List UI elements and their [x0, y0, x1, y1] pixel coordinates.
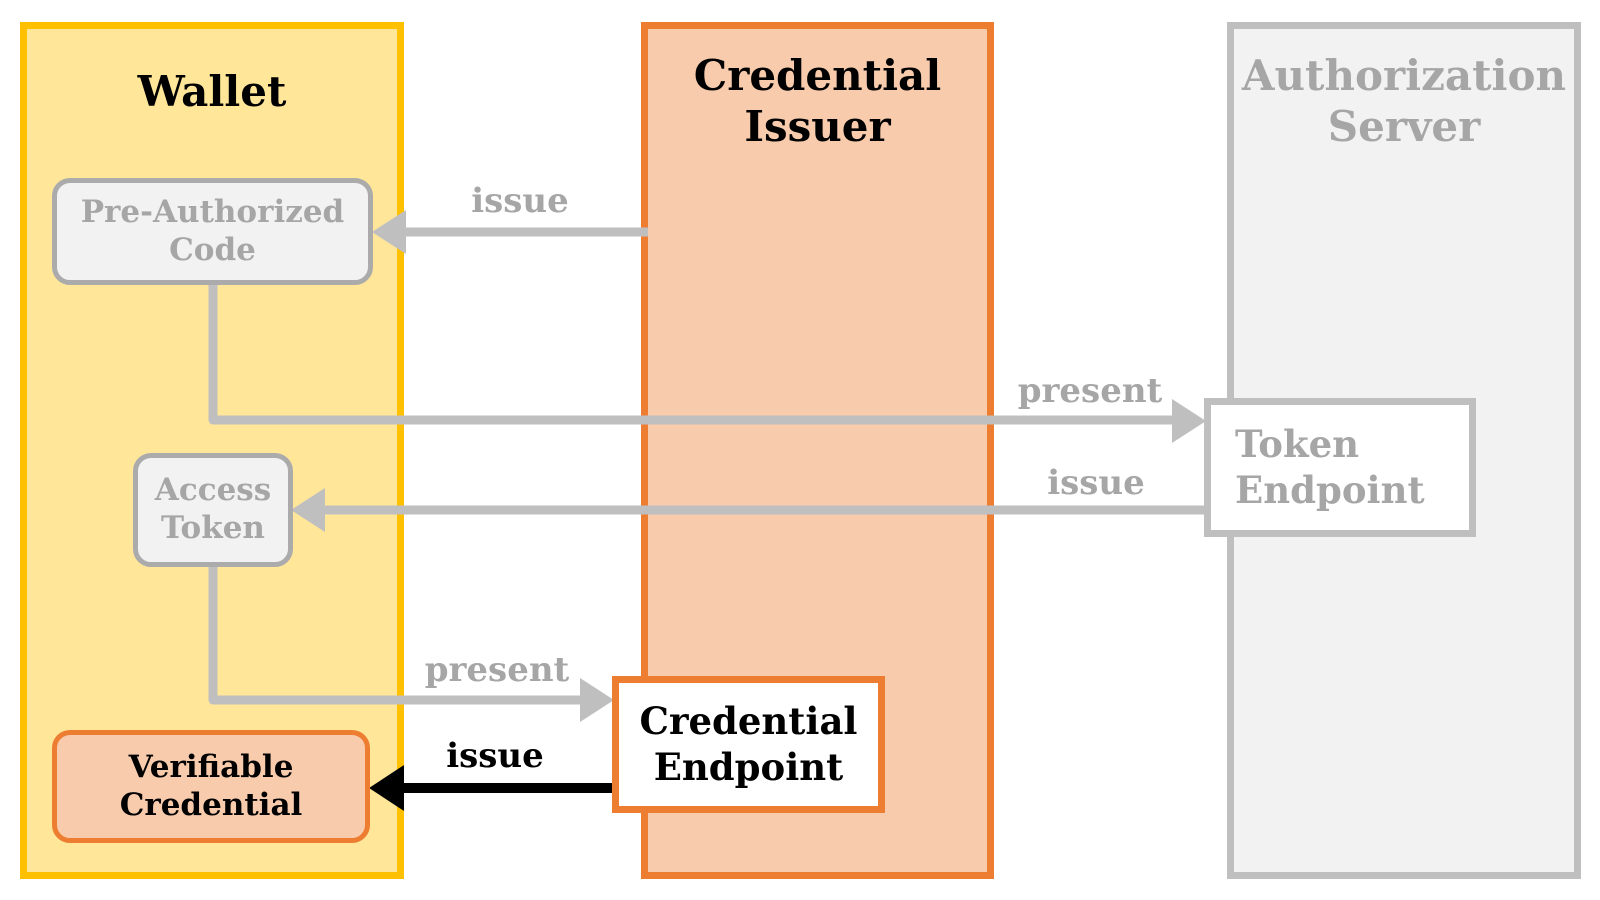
verifiable-credential-node: Verifiable Credential: [52, 730, 370, 843]
issue-verifiable-credential-arrowhead: [369, 765, 404, 811]
token-endpoint-label: Token Endpoint: [1235, 422, 1425, 512]
present-pre-authorized-code-edge-label: present: [1017, 371, 1163, 411]
access-token-label: Access Token: [154, 472, 272, 546]
token-endpoint-node: Token Endpoint: [1204, 398, 1476, 537]
present-access-token-edge-label: present: [424, 650, 570, 690]
pre-authorized-code-label: Pre-Authorized Code: [80, 193, 345, 268]
issue-pre-authorized-code-arrowhead: [372, 210, 406, 254]
issue-access-token-arrowhead: [291, 488, 325, 532]
credential-issuer-title: Credential Issuer: [693, 51, 942, 152]
access-token-node: Access Token: [133, 453, 293, 567]
authorization-server-title: Authorization Server: [1241, 51, 1567, 152]
credential-endpoint-node: Credential Endpoint: [612, 676, 885, 813]
present-pre-authorized-code-arrowhead: [1172, 399, 1206, 443]
pre-authorized-code-node: Pre-Authorized Code: [52, 178, 373, 285]
issue-verifiable-credential-edge-label: issue: [446, 736, 544, 776]
wallet-title: Wallet: [137, 67, 287, 116]
present-access-token-line: [208, 565, 581, 705]
present-access-token-arrowhead: [580, 678, 614, 722]
issue-access-token-edge-label: issue: [1047, 463, 1145, 503]
issue-pre-authorized-code-edge-label: issue: [471, 181, 569, 221]
present-pre-authorized-code-line: [208, 283, 1176, 425]
verifiable-credential-label: Verifiable Credential: [119, 748, 303, 823]
credential-endpoint-label: Credential Endpoint: [639, 699, 858, 789]
